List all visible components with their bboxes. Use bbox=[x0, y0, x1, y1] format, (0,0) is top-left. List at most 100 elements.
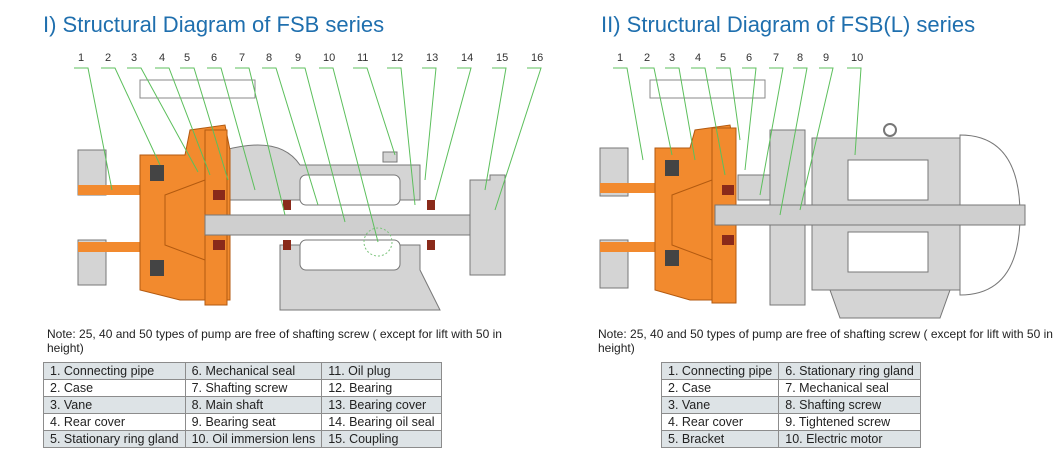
o-ring-top bbox=[665, 160, 679, 176]
callout-number: 5 bbox=[184, 52, 191, 64]
part-cell: 12. Bearing bbox=[321, 379, 442, 397]
part-cell: 1. Connecting pipe bbox=[43, 362, 186, 380]
part-cell: 5. Stationary ring gland bbox=[43, 430, 186, 448]
leader-line bbox=[291, 67, 346, 223]
oil-immersion-lens bbox=[363, 227, 393, 257]
left-leader-lines bbox=[74, 67, 542, 243]
callout-number: 3 bbox=[131, 52, 138, 64]
o-ring-bottom bbox=[665, 250, 679, 266]
leader-line bbox=[779, 67, 808, 216]
fsb-l-pump-drawing bbox=[599, 79, 1026, 319]
bearing-seal-bottom bbox=[283, 240, 291, 250]
leader-line bbox=[207, 67, 256, 191]
part-cell: 4. Rear cover bbox=[660, 413, 780, 431]
leader-line bbox=[319, 67, 379, 243]
leader-line bbox=[74, 67, 113, 191]
callout-number: 1 bbox=[617, 52, 624, 64]
callout-number: 4 bbox=[159, 52, 166, 64]
leader-line bbox=[434, 67, 472, 201]
part-cell: 14. Bearing oil seal bbox=[321, 413, 442, 431]
mechanical-seal-top bbox=[722, 185, 734, 195]
part-cell: 11. Oil plug bbox=[321, 362, 442, 380]
callout-number: 9 bbox=[295, 52, 302, 64]
part-cell: 15. Coupling bbox=[321, 430, 442, 448]
main-shaft bbox=[714, 204, 1026, 226]
lifting-eye bbox=[883, 123, 897, 137]
part-cell: 10. Oil immersion lens bbox=[184, 430, 323, 448]
leader-line bbox=[742, 67, 757, 171]
leader-line bbox=[484, 67, 507, 191]
right-note: Note: 25, 40 and 50 types of pump are fr… bbox=[598, 327, 1053, 355]
part-cell: 6. Stationary ring gland bbox=[778, 362, 921, 380]
leader-line bbox=[235, 67, 286, 216]
leader-line bbox=[127, 67, 199, 173]
left-diagram-title: I) Structural Diagram of FSB series bbox=[43, 12, 385, 37]
callout-number: 9 bbox=[823, 52, 830, 64]
part-cell: 7. Mechanical seal bbox=[778, 379, 921, 397]
callout-number: 13 bbox=[426, 52, 439, 64]
callout-number: 7 bbox=[773, 52, 780, 64]
callout-number: 8 bbox=[266, 52, 273, 64]
callout-number: 2 bbox=[105, 52, 112, 64]
leader-line bbox=[101, 67, 161, 166]
leader-line bbox=[180, 67, 229, 181]
oil-chamber-bottom bbox=[299, 239, 401, 271]
leader-line bbox=[716, 67, 741, 141]
coupling bbox=[469, 174, 506, 276]
part-cell: 4. Rear cover bbox=[43, 413, 186, 431]
leader-line bbox=[387, 67, 416, 206]
leader-line bbox=[494, 67, 542, 211]
callout-number: 14 bbox=[461, 52, 474, 64]
leader-line bbox=[847, 67, 862, 156]
callout-number: 10 bbox=[851, 52, 864, 64]
callout-number: 6 bbox=[746, 52, 753, 64]
right-diagram-title: II) Structural Diagram of FSB(L) series bbox=[601, 12, 976, 37]
callout-number: 7 bbox=[239, 52, 246, 64]
vane bbox=[164, 179, 206, 261]
leader-line bbox=[353, 67, 396, 156]
callout-number: 10 bbox=[323, 52, 336, 64]
part-cell: 8. Shafting screw bbox=[778, 396, 921, 414]
part-cell: 8. Main shaft bbox=[184, 396, 323, 414]
bearing-seal-top bbox=[283, 200, 291, 210]
part-cell: 2. Case bbox=[43, 379, 186, 397]
part-cell: 2. Case bbox=[660, 379, 780, 397]
callout-number: 4 bbox=[695, 52, 702, 64]
callout-number: 1 bbox=[78, 52, 85, 64]
callout-number: 6 bbox=[211, 52, 218, 64]
discharge-flange bbox=[139, 79, 256, 99]
leader-line bbox=[799, 67, 834, 211]
connecting-pipe-liner-top bbox=[78, 185, 143, 195]
bearing-oil-seal-top bbox=[427, 200, 435, 210]
left-note: Note: 25, 40 and 50 types of pump are fr… bbox=[47, 327, 502, 355]
part-cell: 1. Connecting pipe bbox=[660, 362, 780, 380]
vane bbox=[671, 179, 713, 261]
part-cell: 7. Shafting screw bbox=[184, 379, 323, 397]
leader-line bbox=[613, 67, 644, 161]
connecting-pipe-liner-bottom bbox=[78, 242, 143, 252]
callout-number: 3 bbox=[669, 52, 676, 64]
leader-line bbox=[640, 67, 673, 156]
main-shaft bbox=[204, 214, 506, 236]
motor-base bbox=[829, 289, 951, 319]
stator-top bbox=[847, 159, 929, 201]
mechanical-seal-bottom bbox=[722, 235, 734, 245]
leader-line bbox=[262, 67, 319, 206]
part-cell: 3. Vane bbox=[660, 396, 780, 414]
right-leader-lines bbox=[613, 67, 862, 216]
part-cell: 9. Bearing seat bbox=[184, 413, 323, 431]
stator-bottom bbox=[847, 231, 929, 273]
callout-number: 8 bbox=[797, 52, 804, 64]
leader-line bbox=[759, 67, 784, 196]
callout-number: 11 bbox=[357, 52, 369, 64]
part-cell: 9. Tightened screw bbox=[778, 413, 921, 431]
part-cell: 6. Mechanical seal bbox=[184, 362, 323, 380]
